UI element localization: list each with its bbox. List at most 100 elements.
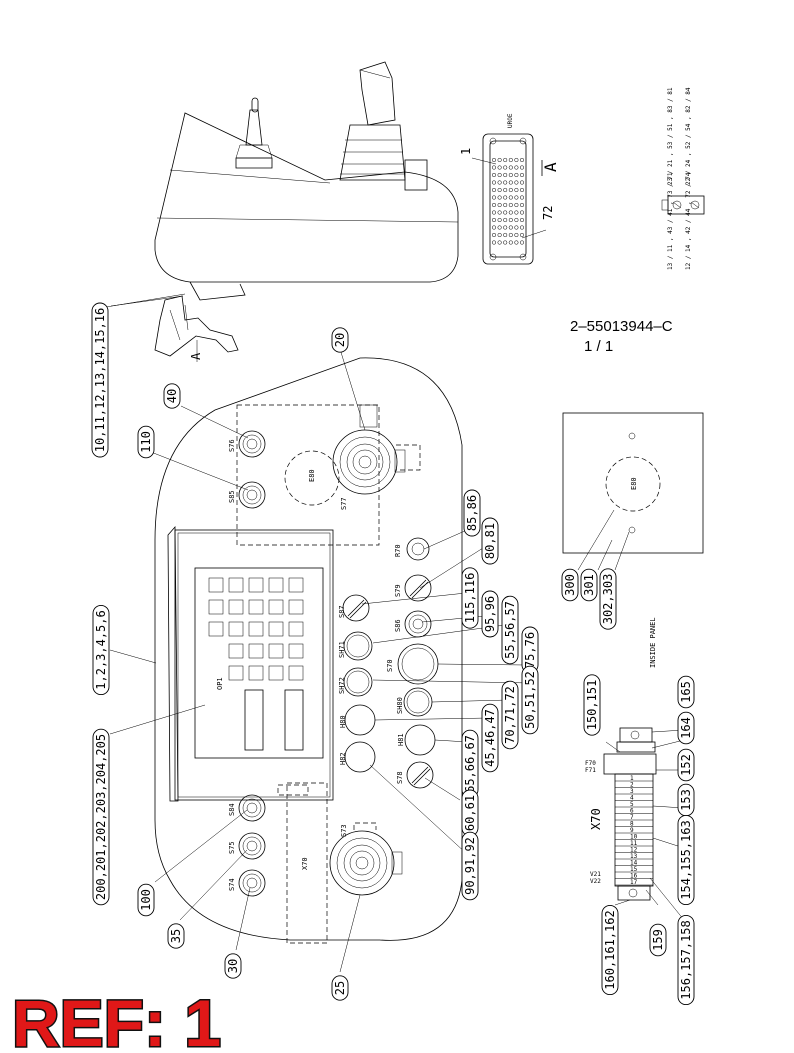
- callout-text: 159: [651, 929, 665, 951]
- connector-pin: [508, 225, 513, 230]
- connector-pin: [503, 180, 508, 185]
- callout-c14: 95,96: [481, 590, 499, 638]
- button-s70: S70: [386, 643, 439, 685]
- v21-label: V21: [590, 871, 601, 878]
- callout-text: 150,151: [585, 680, 599, 731]
- keypad-key: [268, 599, 284, 615]
- contact-row-2: 12 / 14 , 42 / 44 , 72 / 74: [685, 172, 692, 270]
- terminal-number: 7: [630, 814, 634, 821]
- x70-label: X70: [589, 808, 603, 830]
- callout-text: 70,71,72: [503, 686, 517, 744]
- keypad-key: [288, 621, 304, 637]
- callout-c1: 10,11,12,13,14,15,16: [91, 302, 109, 458]
- callout-c19: 45,46,47: [481, 703, 499, 773]
- callout-c18: 70,71,72: [501, 680, 519, 750]
- connector-pin: [519, 187, 525, 193]
- callout-c31: 154,155,163: [677, 814, 695, 906]
- button-s85: S85: [228, 481, 266, 509]
- lamp-h80: H80: [339, 704, 376, 736]
- callout-text: 110: [139, 431, 153, 453]
- terminal-number: 12: [630, 847, 638, 854]
- keypad-key: [268, 665, 284, 681]
- view-a-label: A: [189, 352, 203, 360]
- s73-joystick-top: S73: [329, 824, 403, 896]
- callout-text: 45,46,47: [483, 709, 497, 767]
- indicator-r70: R70: [394, 537, 430, 561]
- contact-row-3: 23 / 21 , 53 / 51 , 83 / 81: [667, 87, 674, 185]
- connector-pin: [508, 180, 513, 185]
- terminal-number: 9: [630, 827, 634, 834]
- e80-panel-label: E80: [630, 477, 638, 490]
- connector-pin: [514, 195, 519, 200]
- s74-label: S74: [228, 878, 236, 891]
- callout-text: 302,303: [601, 574, 615, 625]
- callout-c32: 156,157,158: [677, 914, 695, 1006]
- connector-pin: [503, 157, 508, 163]
- terminal-number: 14: [630, 860, 638, 867]
- keyswitch-s78: S78: [396, 761, 434, 789]
- callout-text: 152: [679, 754, 693, 776]
- sh80-label: SH80: [396, 697, 404, 714]
- connector-pin: [519, 240, 525, 245]
- callout-text: 75,76: [523, 632, 537, 668]
- connector-pin: [514, 225, 519, 230]
- keypad-key: [288, 577, 304, 593]
- s78-label: S78: [396, 771, 404, 784]
- callout-text: 80,81: [483, 523, 497, 559]
- v22-label: V22: [590, 878, 601, 885]
- callout-text: 300: [563, 574, 577, 596]
- inside-panel-view: E80 INSIDE PANEL: [562, 412, 704, 668]
- s86-label: S86: [394, 619, 402, 632]
- button-s86: S86: [394, 610, 432, 638]
- connector-pin: [491, 232, 497, 238]
- callout-text: 10,11,12,13,14,15,16: [93, 308, 107, 453]
- button-s76: S76: [228, 430, 266, 458]
- connector-a: UROE 1 72 A: [459, 113, 560, 265]
- callout-c27: 165: [677, 675, 695, 709]
- s70-label: S70: [386, 659, 394, 672]
- connector-pin: [514, 180, 519, 185]
- connector-pin: [508, 202, 513, 208]
- sheet-number: 1 / 1: [584, 338, 613, 355]
- connector-pin: [514, 157, 519, 163]
- callout-c24: 301: [580, 568, 598, 602]
- connector-pin: [519, 202, 525, 208]
- callout-text: 30: [226, 959, 240, 973]
- callout-c5: 1,2,3,4,5,6: [92, 604, 110, 696]
- callout-c16: 75,76: [521, 626, 539, 674]
- terminal-number: 15: [630, 866, 638, 873]
- callout-text: 65,66,67: [463, 735, 477, 793]
- callout-text: 1,2,3,4,5,6: [94, 610, 108, 689]
- terminal-number: 10: [630, 834, 638, 841]
- s76-label: S76: [228, 439, 236, 452]
- keypad-key: [248, 599, 264, 615]
- connector-pin: [497, 187, 502, 193]
- callout-text: 154,155,163: [679, 820, 693, 899]
- connector-pin: [508, 172, 513, 178]
- connector-pin: [508, 217, 513, 223]
- s84-label: S84: [228, 803, 236, 816]
- button-s75: S75: [228, 832, 266, 860]
- button-sh80: SH80: [396, 687, 433, 717]
- sh72-label: SH72: [338, 677, 346, 694]
- connector-pin: [519, 210, 525, 215]
- connector-pin: [514, 187, 519, 193]
- connector-pin: [491, 157, 497, 163]
- callout-c33: 159: [649, 923, 667, 957]
- f70-label: F70: [585, 760, 596, 767]
- callout-c20: 65,66,67: [461, 729, 479, 799]
- callout-text: 25: [333, 981, 347, 995]
- connector-pin: [497, 210, 502, 215]
- h82-label: H82: [339, 752, 347, 765]
- callout-text: 90,91,92: [463, 837, 477, 895]
- e80-label: E80: [308, 469, 316, 482]
- connector-pin: [497, 202, 502, 208]
- terminal-number: 11: [630, 840, 638, 847]
- connector-pin: [519, 165, 525, 170]
- terminal-number: 13: [630, 853, 638, 860]
- terminal-number: 16: [630, 873, 638, 880]
- lamp-h81: H81: [397, 724, 436, 756]
- keypad-key: [228, 599, 244, 615]
